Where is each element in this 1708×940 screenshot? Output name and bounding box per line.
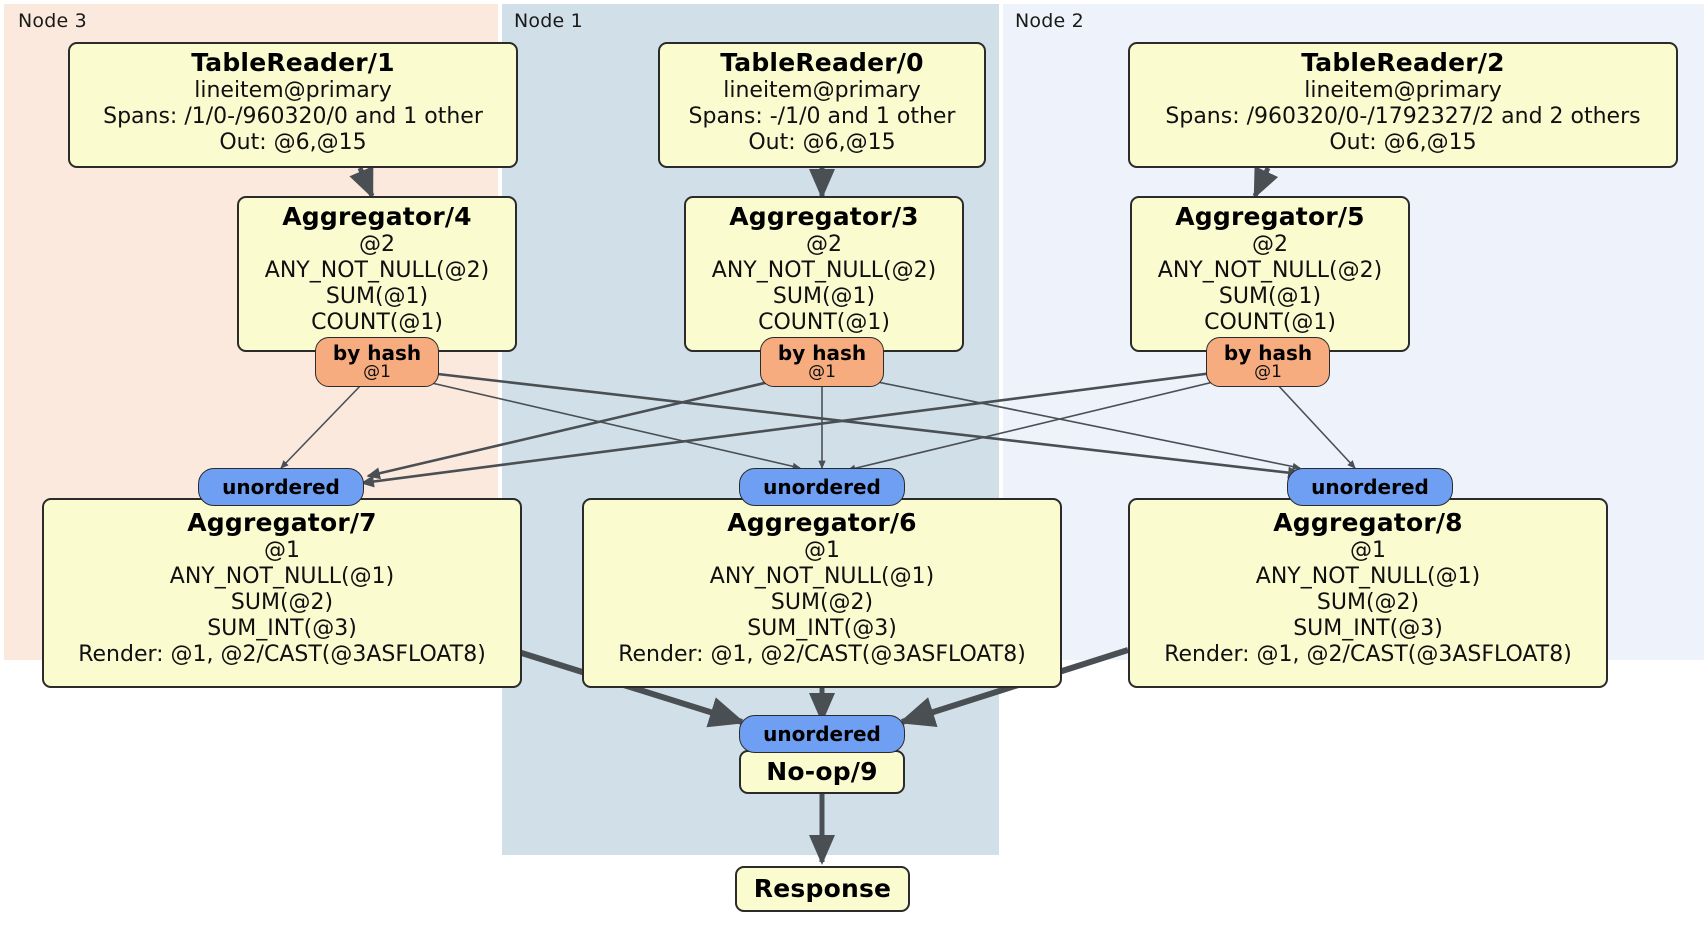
processor-line-agg-0: ANY_NOT_NULL(@1) [1255,563,1481,589]
processor-line-agg-1: SUM(@2) [230,589,334,615]
processor-line-agg-1: SUM(@1) [325,283,429,309]
processor-aggregator-8[interactable]: Aggregator/8 @1 ANY_NOT_NULL(@1) SUM(@2)… [1128,498,1608,688]
router-column: @1 [363,361,391,382]
processor-title: Aggregator/3 [729,202,919,231]
processor-title: Aggregator/7 [187,508,377,537]
processor-aggregator-3[interactable]: Aggregator/3 @2 ANY_NOT_NULL(@2) SUM(@1)… [684,196,964,352]
processor-line-agg-1: SUM(@2) [1316,589,1420,615]
router-unordered-left[interactable]: unordered [198,468,364,506]
processor-line-agg-1: SUM(@1) [772,283,876,309]
processor-line-agg-1: SUM(@1) [1218,283,1322,309]
processor-line-agg-0: ANY_NOT_NULL(@1) [169,563,395,589]
processor-aggregator-6[interactable]: Aggregator/6 @1 ANY_NOT_NULL(@1) SUM(@2)… [582,498,1062,688]
router-unordered-center[interactable]: unordered [739,468,905,506]
processor-title: Aggregator/4 [282,202,472,231]
router-column: @1 [808,361,836,382]
processor-line-out: Out: @6,@15 [1329,129,1477,155]
processor-title: TableReader/0 [720,48,924,77]
processor-line-agg-2: SUM_INT(@3) [1293,615,1443,641]
router-by-hash-right[interactable]: by hash @1 [1206,337,1330,387]
router-unordered-final[interactable]: unordered [739,715,905,753]
processor-title: TableReader/1 [191,48,395,77]
processor-aggregator-7[interactable]: Aggregator/7 @1 ANY_NOT_NULL(@1) SUM(@2)… [42,498,522,688]
processor-line-agg-2: SUM_INT(@3) [207,615,357,641]
processor-line-agg-0: ANY_NOT_NULL(@2) [711,257,937,283]
processor-title: TableReader/2 [1301,48,1505,77]
processor-line-groupcol: @1 [264,538,300,563]
processor-title: Aggregator/8 [1273,508,1463,537]
processor-tablereader-0[interactable]: TableReader/0 lineitem@primary Spans: -/… [658,42,986,168]
router-label: by hash [1223,340,1313,365]
processor-line-table: lineitem@primary [194,78,392,103]
processor-line-render: Render: @1, @2/CAST(@3ASFLOAT8) [1164,641,1572,667]
node-label-node1: Node 1 [514,10,583,32]
processor-line-agg-1: SUM(@2) [770,589,874,615]
processor-line-agg-2: COUNT(@1) [1204,309,1336,335]
processor-line-spans: Spans: /1/0-/960320/0 and 1 other [103,103,483,129]
processor-title: No-op/9 [766,757,878,786]
processor-line-groupcol: @2 [359,232,395,257]
processor-line-out: Out: @6,@15 [748,129,896,155]
processor-line-agg-2: SUM_INT(@3) [747,615,897,641]
processor-line-out: Out: @6,@15 [219,129,367,155]
processor-title: Response [753,874,892,903]
node-label-node3: Node 3 [18,10,87,32]
router-column: @1 [1254,361,1282,382]
processor-line-render: Render: @1, @2/CAST(@3ASFLOAT8) [78,641,486,667]
processor-line-groupcol: @2 [806,232,842,257]
processor-line-table: lineitem@primary [723,78,921,103]
processor-line-agg-0: ANY_NOT_NULL(@2) [264,257,490,283]
processor-line-spans: Spans: /960320/0-/1792327/2 and 2 others [1165,103,1641,129]
processor-line-table: lineitem@primary [1304,78,1502,103]
processor-tablereader-2[interactable]: TableReader/2 lineitem@primary Spans: /9… [1128,42,1678,168]
processor-line-agg-0: ANY_NOT_NULL(@2) [1157,257,1383,283]
processor-line-groupcol: @1 [1350,538,1386,563]
processor-tablereader-1[interactable]: TableReader/1 lineitem@primary Spans: /1… [68,42,518,168]
router-label: by hash [777,340,867,365]
node-label-node2: Node 2 [1015,10,1084,32]
processor-line-agg-0: ANY_NOT_NULL(@1) [709,563,935,589]
router-unordered-right[interactable]: unordered [1287,468,1453,506]
processor-line-agg-2: COUNT(@1) [311,309,443,335]
router-by-hash-left[interactable]: by hash @1 [315,337,439,387]
processor-line-spans: Spans: -/1/0 and 1 other [688,103,956,129]
router-label: by hash [332,340,422,365]
processor-line-groupcol: @1 [804,538,840,563]
router-label: unordered [222,474,340,499]
router-label: unordered [763,721,881,746]
router-by-hash-center[interactable]: by hash @1 [760,337,884,387]
processor-title: Aggregator/5 [1175,202,1365,231]
processor-line-agg-2: COUNT(@1) [758,309,890,335]
router-label: unordered [1311,474,1429,499]
processor-line-render: Render: @1, @2/CAST(@3ASFLOAT8) [618,641,1026,667]
processor-aggregator-5[interactable]: Aggregator/5 @2 ANY_NOT_NULL(@2) SUM(@1)… [1130,196,1410,352]
processor-response[interactable]: Response [735,866,910,912]
processor-line-groupcol: @2 [1252,232,1288,257]
processor-noop-9[interactable]: No-op/9 [739,750,905,794]
router-label: unordered [763,474,881,499]
processor-aggregator-4[interactable]: Aggregator/4 @2 ANY_NOT_NULL(@2) SUM(@1)… [237,196,517,352]
processor-title: Aggregator/6 [727,508,917,537]
